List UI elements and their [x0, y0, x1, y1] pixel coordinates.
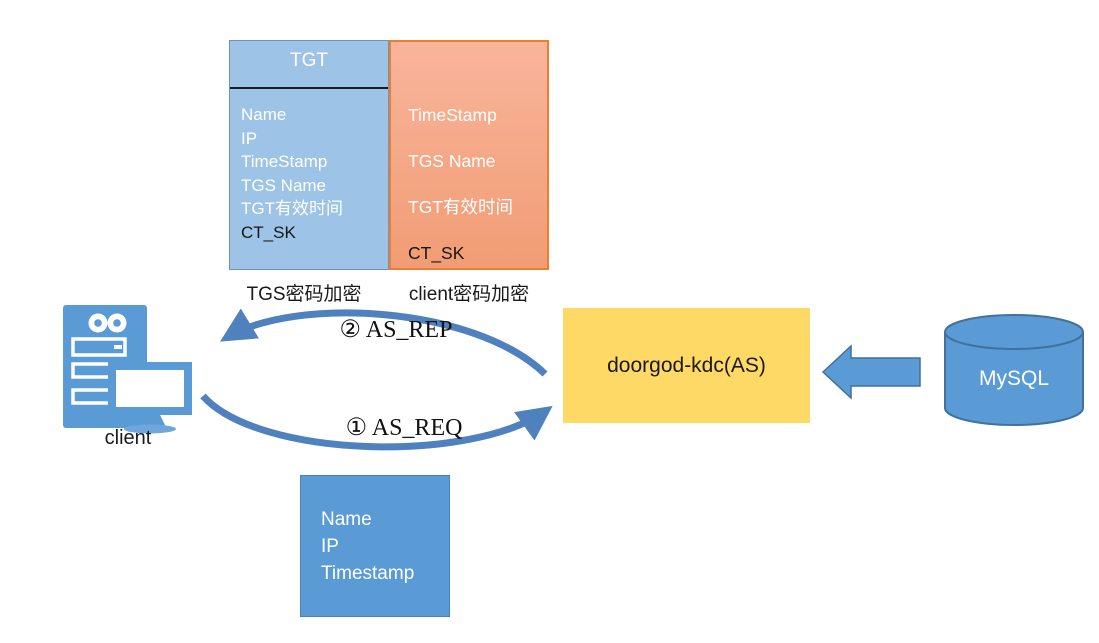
tgt-field: TGS Name [241, 175, 327, 195]
tgt-box: TGT Name IP TimeStamp TGS Name TGT有效时间 C… [229, 40, 389, 270]
tgt-title-divider [230, 87, 388, 89]
request-field: IP [321, 536, 339, 557]
kdc-label: doorgod-kdc(AS) [607, 353, 766, 377]
tgt-field: TimeStamp [241, 152, 328, 171]
client-ticket-box: TimeStamp TGS Name TGT有效时间 CT_SK [389, 40, 549, 270]
request-field: Name [321, 509, 372, 530]
tgt-field: TGT有效时间 [241, 199, 343, 218]
mysql-label: MySQL [978, 367, 1049, 390]
ticket-field: CT_SK [408, 243, 465, 263]
ticket-field: TimeStamp [408, 105, 497, 125]
as-req-label: ① AS_REQ [345, 415, 463, 441]
tgt-field: IP [241, 128, 258, 148]
as-rep-label: ② AS_REP [339, 317, 453, 343]
client-ticket-fields: TimeStamp TGS Name TGT有效时间 CT_SK [408, 92, 513, 276]
as-req-arrow [200, 393, 553, 451]
client-computer-icon [63, 305, 192, 434]
as-exchange-arrows [200, 308, 553, 451]
tgt-field: CT_SK [241, 222, 296, 242]
tgs-encrypt-caption: TGS密码加密 [246, 284, 362, 305]
request-field: Timestamp [321, 563, 415, 584]
mysql-database-icon [944, 314, 1084, 426]
tgt-box-fields: Name IP TimeStamp TGS Name TGT有效时间 CT_SK [241, 103, 343, 244]
ticket-field: TGS Name [408, 151, 496, 171]
client-label: client [104, 427, 152, 449]
mysql-to-kdc-arrow [821, 344, 921, 400]
ticket-field: TGT有效时间 [408, 197, 513, 217]
tgt-box-title: TGT [290, 50, 328, 71]
monitor-icon [108, 362, 192, 415]
tgt-field: Name [241, 105, 287, 124]
kdc-box: doorgod-kdc(AS) [563, 308, 810, 423]
as-req-payload-fields: Name IP Timestamp [321, 506, 414, 587]
as-req-payload-box: Name IP Timestamp [300, 475, 450, 617]
as-rep-arrow [220, 308, 548, 377]
client-encrypt-caption: client密码加密 [408, 284, 530, 305]
